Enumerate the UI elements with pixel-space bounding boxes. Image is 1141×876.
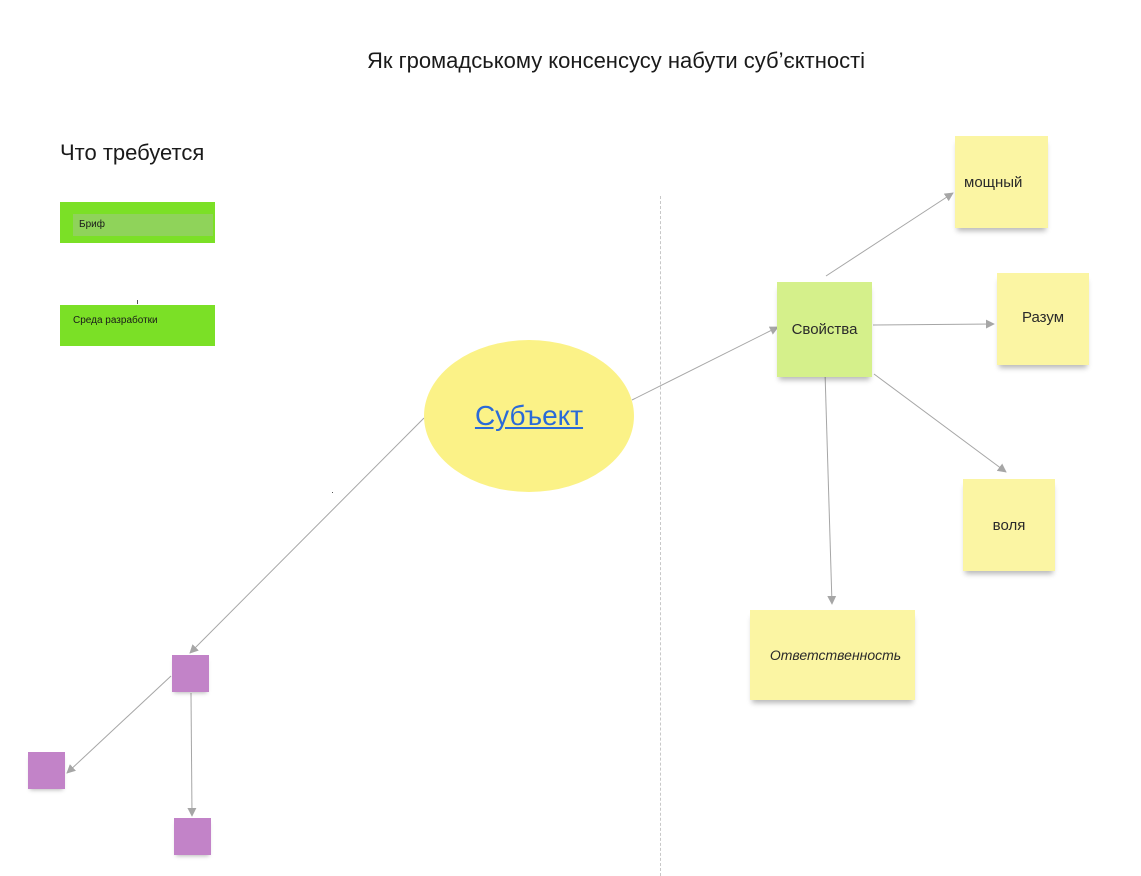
dev-environment-card[interactable]: Среда разработки [60, 305, 215, 346]
connector-subject-properties [631, 326, 779, 401]
dev-environment-card-label: Среда разработки [73, 315, 158, 326]
property-note-will[interactable]: воля [963, 479, 1055, 571]
property-note-reason[interactable]: Разум [997, 273, 1089, 365]
section-heading: Что требуется [60, 140, 205, 165]
subject-link[interactable]: Субъект [474, 400, 584, 431]
brief-card-label: Бриф [73, 214, 213, 236]
purple-note-top[interactable] [172, 655, 209, 692]
connector-properties-responsibility [824, 371, 837, 605]
brief-card[interactable]: Бриф [60, 202, 215, 243]
board-divider [660, 196, 661, 876]
purple-note-left[interactable] [28, 752, 65, 789]
purple-note-bottom[interactable] [174, 818, 211, 855]
board-title: Як громадському консенсусу набути суб’єк… [366, 48, 866, 73]
connector-properties-will [873, 373, 1007, 473]
properties-note[interactable]: Свойства [777, 282, 872, 377]
connector-properties-powerful [825, 192, 954, 277]
cursor-mark [137, 300, 138, 304]
connector-purple-top-left [66, 675, 172, 774]
connector-properties-reason [872, 319, 995, 329]
connector-purple-top-bottom [187, 692, 197, 817]
connector-subject-purple-top [189, 417, 425, 654]
subject-ellipse[interactable]: Субъект [424, 340, 634, 492]
canvas-speck [332, 492, 333, 493]
property-note-responsibility[interactable]: Ответственность [750, 610, 915, 700]
property-note-powerful[interactable]: мощный [955, 136, 1048, 228]
